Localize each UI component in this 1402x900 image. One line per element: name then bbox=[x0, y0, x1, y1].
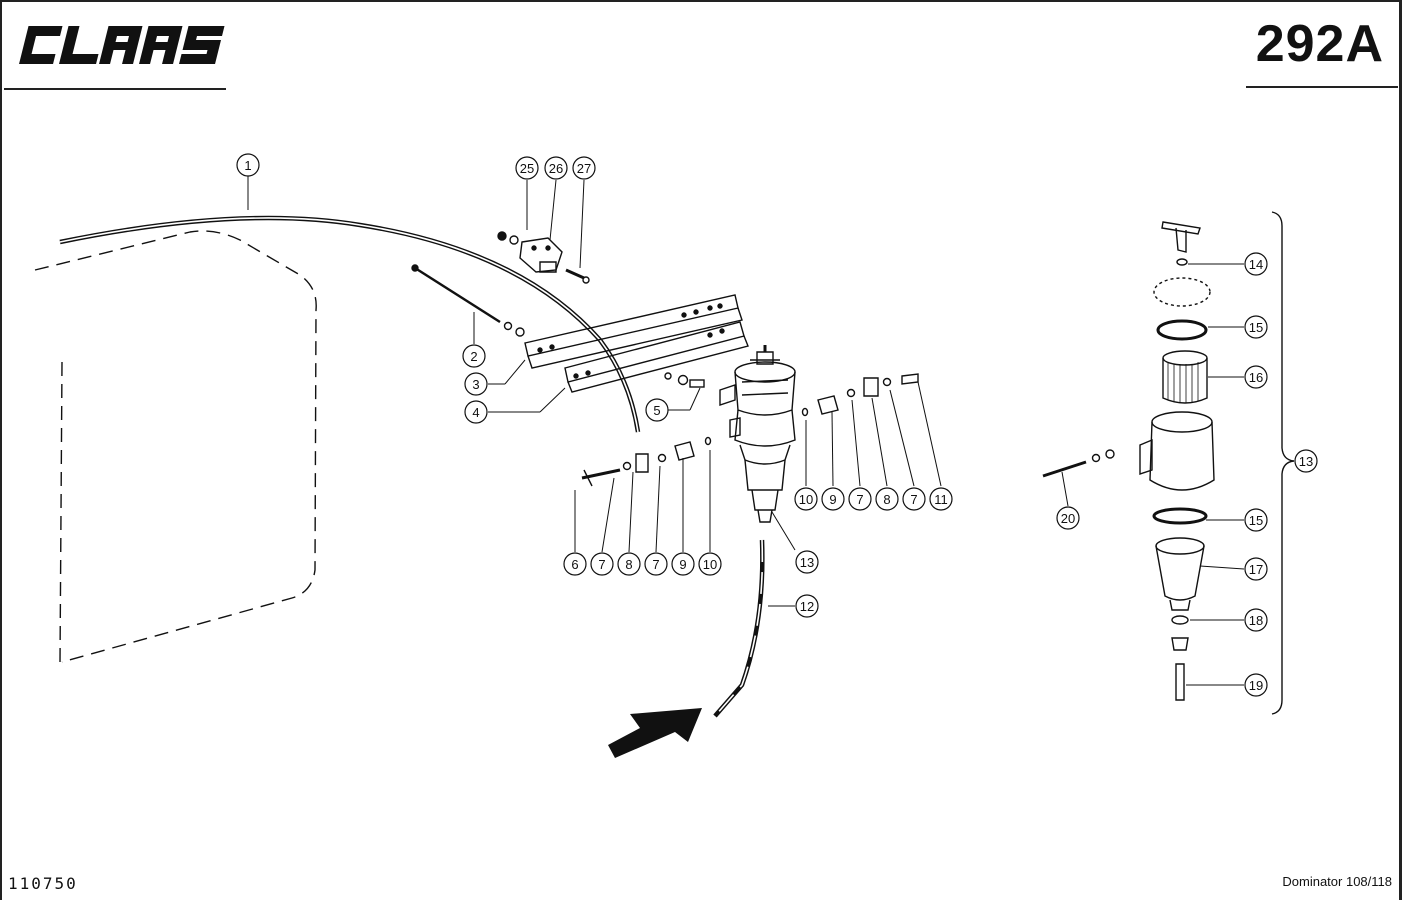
callout-12: 12 bbox=[795, 594, 819, 618]
callout-19: 19 bbox=[1244, 673, 1268, 697]
svg-text:12: 12 bbox=[800, 599, 814, 614]
callout-9: 9 bbox=[671, 552, 695, 576]
exploded-filter bbox=[1042, 221, 1215, 701]
fuel-tank-edge bbox=[59, 361, 63, 663]
svg-text:11: 11 bbox=[934, 492, 948, 507]
callout-27: 27 bbox=[572, 156, 596, 180]
svg-text:13: 13 bbox=[800, 555, 814, 570]
fuel-line-1 bbox=[59, 215, 641, 433]
callout-14: 14 bbox=[1244, 252, 1268, 276]
callout-9: 9 bbox=[821, 487, 845, 511]
svg-text:7: 7 bbox=[598, 557, 605, 572]
fuel-line-12 bbox=[713, 539, 765, 718]
callout-1: 1 bbox=[236, 153, 260, 177]
long-bolt bbox=[414, 266, 501, 324]
callout-7: 7 bbox=[848, 487, 872, 511]
svg-text:26: 26 bbox=[549, 161, 563, 176]
callout-11: 11 bbox=[929, 487, 953, 511]
callout-25: 25 bbox=[515, 156, 539, 180]
callout-13: 13 bbox=[1294, 449, 1318, 473]
callout-8: 8 bbox=[617, 552, 641, 576]
svg-text:16: 16 bbox=[1249, 370, 1263, 385]
svg-text:17: 17 bbox=[1249, 562, 1263, 577]
svg-text:2: 2 bbox=[470, 349, 477, 364]
bracket-upper bbox=[524, 294, 739, 357]
callout-4: 4 bbox=[464, 400, 488, 424]
page-number-underline bbox=[1246, 86, 1398, 88]
document-id: 110750 bbox=[8, 874, 78, 893]
svg-text:25: 25 bbox=[520, 161, 534, 176]
fuel-tank-outline bbox=[34, 230, 317, 663]
claas-logo bbox=[19, 26, 225, 64]
svg-text:10: 10 bbox=[799, 492, 813, 507]
svg-text:1: 1 bbox=[244, 158, 251, 173]
svg-text:14: 14 bbox=[1249, 257, 1263, 272]
svg-text:10: 10 bbox=[703, 557, 717, 572]
callout-18: 18 bbox=[1244, 608, 1268, 632]
svg-text:20: 20 bbox=[1061, 511, 1075, 526]
model-name: Dominator 108/118 bbox=[1282, 874, 1392, 889]
fuel-filter-assembly bbox=[719, 345, 796, 523]
callout-17: 17 bbox=[1244, 557, 1268, 581]
logo-underline bbox=[4, 88, 226, 90]
svg-text:18: 18 bbox=[1249, 613, 1263, 628]
callout-2: 2 bbox=[462, 344, 486, 368]
svg-text:7: 7 bbox=[856, 492, 863, 507]
callout-13: 13 bbox=[795, 550, 819, 574]
group-bracket bbox=[1271, 211, 1295, 715]
svg-text:19: 19 bbox=[1249, 678, 1263, 693]
svg-text:15: 15 bbox=[1249, 320, 1263, 335]
svg-text:13: 13 bbox=[1299, 454, 1313, 469]
svg-text:8: 8 bbox=[883, 492, 890, 507]
svg-text:8: 8 bbox=[625, 557, 632, 572]
page-number: 292A bbox=[1255, 15, 1384, 73]
callout-10: 10 bbox=[794, 487, 818, 511]
callout-16: 16 bbox=[1244, 365, 1268, 389]
svg-text:3: 3 bbox=[472, 377, 479, 392]
svg-text:6: 6 bbox=[571, 557, 578, 572]
callout-7: 7 bbox=[590, 552, 614, 576]
callout-10: 10 bbox=[698, 552, 722, 576]
callout-8: 8 bbox=[875, 487, 899, 511]
callout-5: 5 bbox=[645, 398, 669, 422]
svg-text:15: 15 bbox=[1249, 513, 1263, 528]
svg-text:5: 5 bbox=[653, 403, 660, 418]
callout-7: 7 bbox=[644, 552, 668, 576]
callout-3: 3 bbox=[464, 372, 488, 396]
svg-text:7: 7 bbox=[652, 557, 659, 572]
callout-15: 15 bbox=[1244, 508, 1268, 532]
flow-direction-arrow bbox=[608, 708, 702, 758]
callout-20: 20 bbox=[1056, 506, 1080, 530]
svg-text:27: 27 bbox=[577, 161, 591, 176]
callout-26: 26 bbox=[544, 156, 568, 180]
callout-6: 6 bbox=[563, 552, 587, 576]
svg-text:7: 7 bbox=[910, 492, 917, 507]
svg-text:9: 9 bbox=[679, 557, 686, 572]
callout-7: 7 bbox=[902, 487, 926, 511]
svg-text:4: 4 bbox=[472, 405, 479, 420]
svg-text:9: 9 bbox=[829, 492, 836, 507]
callout-15: 15 bbox=[1244, 315, 1268, 339]
